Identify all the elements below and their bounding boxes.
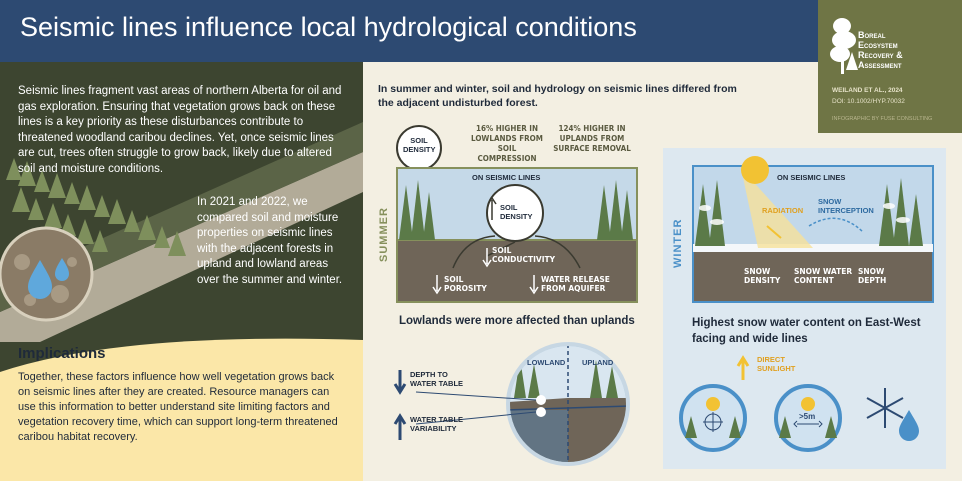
water-release-label: WATER RELEASE FROM AQUIFER xyxy=(541,275,610,293)
logo-line: Boreal xyxy=(858,30,886,40)
stat-line: 16% HIGHER IN xyxy=(475,124,539,133)
logo-line: Recovery & xyxy=(858,50,903,60)
label-line: WATER TABLE xyxy=(410,379,464,388)
label-line: WATER RELEASE xyxy=(541,275,610,284)
label-line: SNOW WATER xyxy=(794,267,853,276)
summer-on-lines-label: ON SEISMIC LINES xyxy=(472,173,541,182)
doi-text: DOI: 10.1002/HYP.70032 xyxy=(832,98,905,105)
implications-title: Implications xyxy=(18,345,106,362)
intro-paragraph: Seismic lines fragment vast areas of nor… xyxy=(18,85,342,175)
page-title: Seismic lines influence local hydrologic… xyxy=(20,12,637,42)
label-line: DENSITY xyxy=(744,276,781,285)
heading-line: facing and wide lines xyxy=(692,333,808,345)
implications-text: Together, these factors influence how we… xyxy=(18,371,338,443)
variability-legend-label: WATER TABLE VARIABILITY xyxy=(410,415,463,433)
label-line: CONTENT xyxy=(794,276,834,285)
label-line: POROSITY xyxy=(444,284,487,293)
upland-stat: 124% HIGHER IN UPLANDS FROM SURFACE REMO… xyxy=(552,124,632,154)
soil-porosity-label: SOIL POROSITY xyxy=(444,275,487,293)
heading-line: Highest snow water content on East-West xyxy=(692,317,921,329)
winter-on-lines-label: ON SEISMIC LINES xyxy=(777,173,846,182)
soil-density-label: SOIL DENSITY xyxy=(500,203,533,221)
logo-wordmark: Boreal Ecosystem Recovery & Assessment xyxy=(858,30,958,70)
snow-depth-label: SNOW DEPTH xyxy=(858,267,886,285)
label-line: DEPTH TO xyxy=(410,370,448,379)
stat-line: SURFACE REMOVAL xyxy=(553,144,631,153)
lowlands-heading: Lowlands were more affected than uplands xyxy=(399,315,635,327)
label-line: DEPTH xyxy=(858,276,887,285)
width-label: >5m xyxy=(799,412,816,421)
winter-diagram xyxy=(679,156,934,452)
label-line: SNOW xyxy=(858,267,885,276)
badge-text: SOIL DENSITY xyxy=(403,136,436,154)
label-line: SOIL xyxy=(444,275,464,284)
label-line: FROM AQUIFER xyxy=(541,284,606,293)
depth-legend-label: DEPTH TO WATER TABLE xyxy=(410,370,463,388)
label-line: VARIABILITY xyxy=(410,424,457,433)
winter-label: WINTER xyxy=(672,218,684,268)
stat-line: LOWLANDS FROM SOIL xyxy=(471,134,543,153)
citation: WEILAND ET AL., 2024 xyxy=(832,87,903,94)
study-paragraph: In 2021 and 2022, we compared soil and m… xyxy=(197,196,343,286)
label-line: SOIL xyxy=(500,203,518,212)
badge-line: DENSITY xyxy=(403,145,436,154)
upland-label: UPLAND xyxy=(582,358,614,367)
radiation-label: RADIATION xyxy=(762,206,804,215)
snow-interception-label: SNOW INTERCEPTION xyxy=(818,197,874,215)
tree-logo-icon xyxy=(830,18,858,74)
label-line: SOIL xyxy=(492,246,512,255)
label-line: DENSITY xyxy=(500,212,533,221)
lowland-stat: 16% HIGHER IN LOWLANDS FROM SOIL COMPRES… xyxy=(462,124,552,164)
stat-line: COMPRESSION xyxy=(477,154,537,163)
stat-line: 124% HIGHER IN xyxy=(558,124,626,133)
logo-line: Assessment xyxy=(858,60,902,70)
snow-water-content-label: SNOW WATER CONTENT xyxy=(794,267,852,285)
label-line: SNOW xyxy=(744,267,771,276)
soil-conductivity-label: SOIL CONDUCTIVITY xyxy=(492,246,555,264)
label-line: WATER TABLE xyxy=(410,415,464,424)
lowland-label: LOWLAND xyxy=(527,358,566,367)
summer-label: SUMMER xyxy=(378,207,390,262)
summer-diagram xyxy=(379,125,638,303)
header-bar xyxy=(0,0,962,62)
water-table-diagram xyxy=(393,342,630,466)
credit-text: INFOGRAPHIC BY FUSE CONSULTING xyxy=(832,116,933,122)
direct-sunlight-label: DIRECT SUNLIGHT xyxy=(757,355,795,373)
stat-line: UPLANDS FROM xyxy=(559,134,625,143)
label-line: CONDUCTIVITY xyxy=(492,255,556,264)
section-heading: In summer and winter, soil and hydrology… xyxy=(378,83,737,109)
snow-density-label: SNOW DENSITY xyxy=(744,267,780,285)
badge-line: SOIL xyxy=(410,136,428,145)
label-line: INTERCEPTION xyxy=(818,206,874,215)
winter-heading: Highest snow water content on East-West … xyxy=(692,315,942,347)
logo-line: Ecosystem xyxy=(858,40,898,50)
seismic-line-illustration xyxy=(0,122,363,342)
implications-background xyxy=(0,338,363,481)
label-line: DIRECT xyxy=(757,355,785,364)
label-line: SUNLIGHT xyxy=(757,364,796,373)
label-line: SNOW xyxy=(818,197,842,206)
